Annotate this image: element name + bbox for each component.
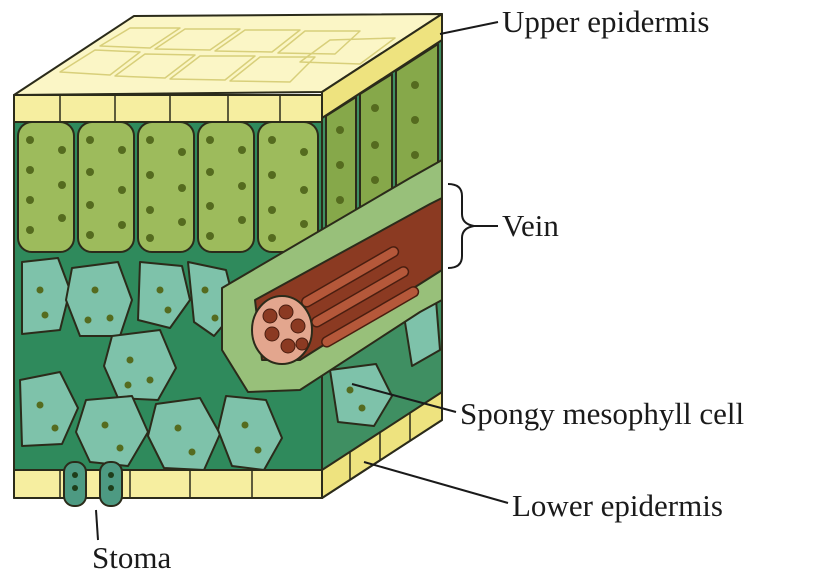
spongy-cell (66, 262, 132, 336)
palisade-cell (258, 122, 318, 252)
upper-epidermis-leader (440, 22, 498, 34)
label-upper-epidermis: Upper epidermis (502, 4, 709, 39)
leaf-block (14, 14, 442, 506)
label-spongy-mesophyll-cell: Spongy mesophyll cell (460, 396, 744, 431)
label-vein: Vein (502, 208, 559, 243)
lower-epidermis-leader (364, 462, 508, 503)
guard-cell (100, 462, 122, 506)
stoma-leader (96, 510, 98, 540)
vein-brace (448, 184, 474, 268)
label-lower-epidermis: Lower epidermis (512, 488, 723, 523)
label-stoma: Stoma (92, 540, 171, 575)
guard-cell (64, 462, 86, 506)
spongy-cell (22, 258, 70, 334)
